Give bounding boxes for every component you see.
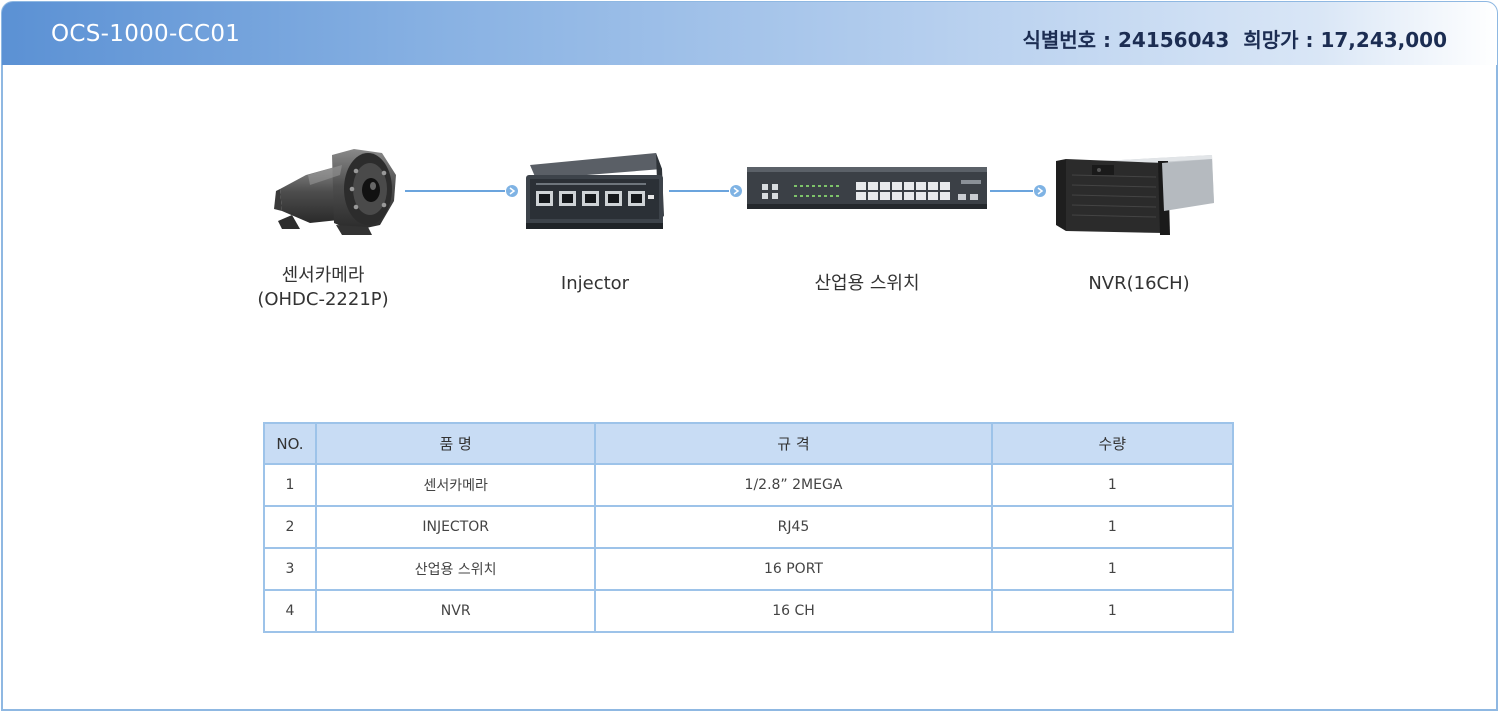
- cell-spec: 1/2.8” 2MEGA: [594, 463, 993, 507]
- cell-quantity: 1: [990, 547, 1235, 591]
- connector-camera-injector: [405, 185, 518, 197]
- cell-no: 3: [263, 547, 317, 591]
- cell-no: 2: [263, 505, 317, 549]
- device-label-camera: 센서카메라 (OHDC-2221P): [233, 264, 413, 312]
- title-bar: OCS-1000-CC01 식별번호 : 24156043 희망가 : 17,24…: [2, 2, 1497, 65]
- cell-no: 1: [263, 463, 317, 507]
- cell-spec: RJ45: [594, 505, 993, 549]
- table-row: 3 산업용 스위치 16 PORT 1: [263, 547, 1235, 591]
- nvr-rack-icon: [1056, 155, 1214, 235]
- table-header-row: NO. 품 명 규 격 수량: [263, 422, 1235, 465]
- arrow-right-icon: [730, 185, 742, 197]
- cell-item-name: INJECTOR: [314, 505, 597, 549]
- table-row: 2 INJECTOR RJ45 1: [263, 505, 1235, 549]
- device-label-nvr: NVR(16CH): [1088, 273, 1190, 294]
- header-item-name: 품 명: [314, 422, 597, 465]
- arrow-right-icon: [506, 185, 518, 197]
- header-spec: 규 격: [594, 422, 993, 465]
- id-price-info: 식별번호 : 24156043 희망가 : 17,243,000: [1022, 24, 1447, 53]
- arrow-right-icon: [1034, 185, 1046, 197]
- cell-quantity: 1: [990, 589, 1235, 633]
- table-row: 4 NVR 16 CH 1: [263, 589, 1235, 633]
- cell-quantity: 1: [990, 505, 1235, 549]
- id-number: 식별번호 : 24156043: [1022, 28, 1230, 52]
- network-switch-icon: [747, 167, 987, 209]
- cell-item-name: 산업용 스위치: [314, 547, 597, 591]
- header-no: NO.: [263, 422, 317, 465]
- camera-name: 센서카메라: [281, 265, 365, 286]
- model-code: OCS-1000-CC01: [51, 21, 241, 47]
- connector-switch-nvr: [990, 185, 1046, 197]
- device-label-switch: 산업용 스위치: [814, 273, 920, 294]
- device-label-injector: Injector: [560, 273, 630, 294]
- cell-item-name: NVR: [314, 589, 597, 633]
- connector-injector-switch: [669, 185, 742, 197]
- spec-table: NO. 품 명 규 격 수량 1 센서카메라 1/2.8” 2MEGA 1 2 …: [263, 422, 1235, 633]
- cell-item-name: 센서카메라: [314, 463, 597, 507]
- camera-model: (OHDC-2221P): [257, 289, 389, 310]
- header-quantity: 수량: [990, 422, 1235, 465]
- cell-quantity: 1: [990, 463, 1235, 507]
- cell-spec: 16 CH: [594, 589, 993, 633]
- table-row: 1 센서카메라 1/2.8” 2MEGA 1: [263, 463, 1235, 507]
- cell-spec: 16 PORT: [594, 547, 993, 591]
- cell-no: 4: [263, 589, 317, 633]
- desired-price: 희망가 : 17,243,000: [1243, 28, 1447, 52]
- bullet-camera-icon: [274, 149, 396, 235]
- poe-injector-icon: [526, 153, 664, 229]
